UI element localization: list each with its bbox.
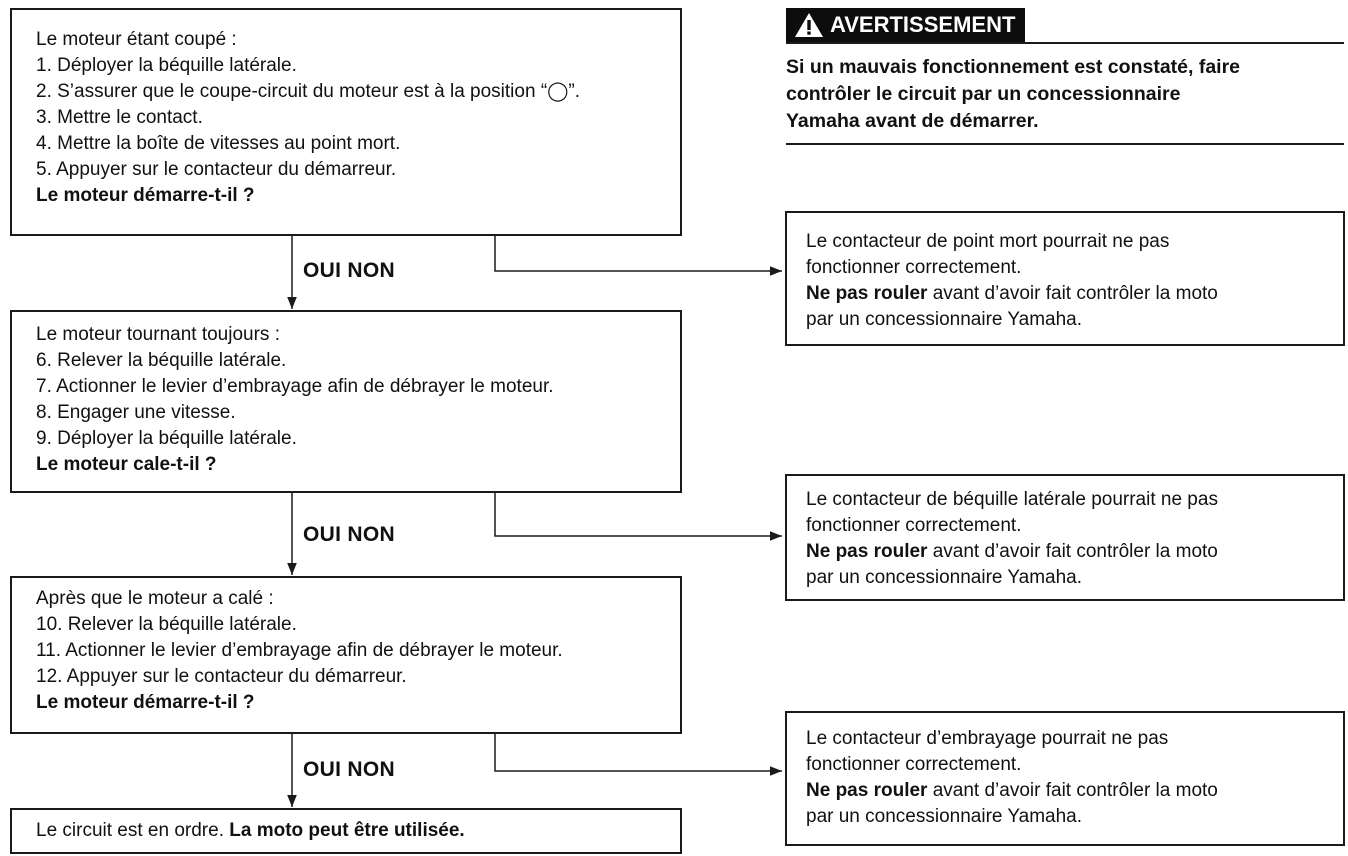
- result-box: Le circuit est en ordre. La moto peut êt…: [10, 808, 682, 854]
- failure-line: fonctionner correctement.: [806, 754, 1022, 775]
- step-line: 12. Appuyer sur le contacteur du démarre…: [36, 666, 407, 687]
- step-line: 8. Engager une vitesse.: [36, 402, 236, 423]
- decision-label: OUI NON: [303, 259, 395, 282]
- warning-text: Si un mauvais fonctionnement est constat…: [786, 54, 1344, 135]
- step-line: 2. S’assurer que le coupe-circuit du mot…: [36, 81, 581, 102]
- warning-block: AVERTISSEMENT Si un mauvais fonctionneme…: [786, 8, 1344, 145]
- step-line: Le moteur étant coupé :: [36, 29, 237, 50]
- failure-warning: Ne pas rouler: [806, 541, 928, 562]
- warning-line: contrôler le circuit par un concessionna…: [786, 83, 1181, 105]
- step-box-2: Le moteur tournant toujours : 6. Relever…: [10, 310, 682, 493]
- failure-line: Le contacteur d’embrayage pourrait ne pa…: [806, 728, 1169, 749]
- step-line: Après que le moteur a calé :: [36, 588, 274, 609]
- warning-badge: AVERTISSEMENT: [786, 8, 1026, 42]
- no-arrow-2: [494, 493, 782, 541]
- step-line: 9. Déployer la béquille latérale.: [36, 428, 297, 449]
- failure-line: avant d’avoir fait contrôler la moto: [927, 283, 1218, 304]
- step-line: 11. Actionner le levier d’embrayage afin…: [36, 640, 563, 661]
- warning-line: Si un mauvais fonctionnement est constat…: [786, 56, 1241, 78]
- failure-line: fonctionner correctement.: [806, 257, 1022, 278]
- failure-line: par un concessionnaire Yamaha.: [806, 806, 1083, 827]
- no-arrow-3: [494, 734, 782, 776]
- step-line: 4. Mettre la boîte de vitesses au point …: [36, 133, 401, 154]
- step-line: 7. Actionner le levier d’embrayage afin …: [36, 376, 554, 397]
- step-box-3: Après que le moteur a calé : 10. Relever…: [10, 576, 682, 734]
- warning-line: Yamaha avant de démarrer.: [786, 110, 1039, 132]
- step-question: Le moteur démarre-t-il ?: [36, 692, 255, 713]
- no-arrow-1: [494, 236, 782, 276]
- step-question: Le moteur cale-t-il ?: [36, 454, 217, 475]
- step-line: 10. Relever la béquille latérale.: [36, 614, 297, 635]
- step-line: 5. Appuyer sur le contacteur du démarreu…: [36, 159, 397, 180]
- warning-triangle-icon: [795, 13, 823, 37]
- step-line: 1. Déployer la béquille latérale.: [36, 55, 297, 76]
- step-line: Le moteur tournant toujours :: [36, 324, 280, 345]
- failure-line: par un concessionnaire Yamaha.: [806, 567, 1083, 588]
- step-line: 6. Relever la béquille latérale.: [36, 350, 287, 371]
- failure-warning: Ne pas rouler: [806, 780, 928, 801]
- failure-line: avant d’avoir fait contrôler la moto: [927, 780, 1218, 801]
- failure-line: par un concessionnaire Yamaha.: [806, 309, 1083, 330]
- decision-label: OUI NON: [303, 523, 395, 546]
- failure-line: Le contacteur de béquille latérale pourr…: [806, 489, 1218, 510]
- result-text: Le circuit est en ordre.: [36, 820, 230, 841]
- failure-line: avant d’avoir fait contrôler la moto: [927, 541, 1218, 562]
- result-text-bold: La moto peut être utilisée.: [229, 820, 465, 841]
- step-line: 3. Mettre le contact.: [36, 107, 203, 128]
- step-question: Le moteur démarre-t-il ?: [36, 185, 255, 206]
- decision-label: OUI NON: [303, 758, 395, 781]
- failure-warning: Ne pas rouler: [806, 283, 928, 304]
- warning-title: AVERTISSEMENT: [830, 12, 1016, 37]
- failure-box-2: Le contacteur de béquille latérale pourr…: [785, 474, 1345, 601]
- failure-line: fonctionner correctement.: [806, 515, 1022, 536]
- failure-box-3: Le contacteur d’embrayage pourrait ne pa…: [785, 711, 1345, 846]
- failure-line: Le contacteur de point mort pourrait ne …: [806, 231, 1170, 252]
- failure-box-1: Le contacteur de point mort pourrait ne …: [785, 211, 1345, 346]
- step-box-1: Le moteur étant coupé : 1. Déployer la b…: [10, 8, 682, 236]
